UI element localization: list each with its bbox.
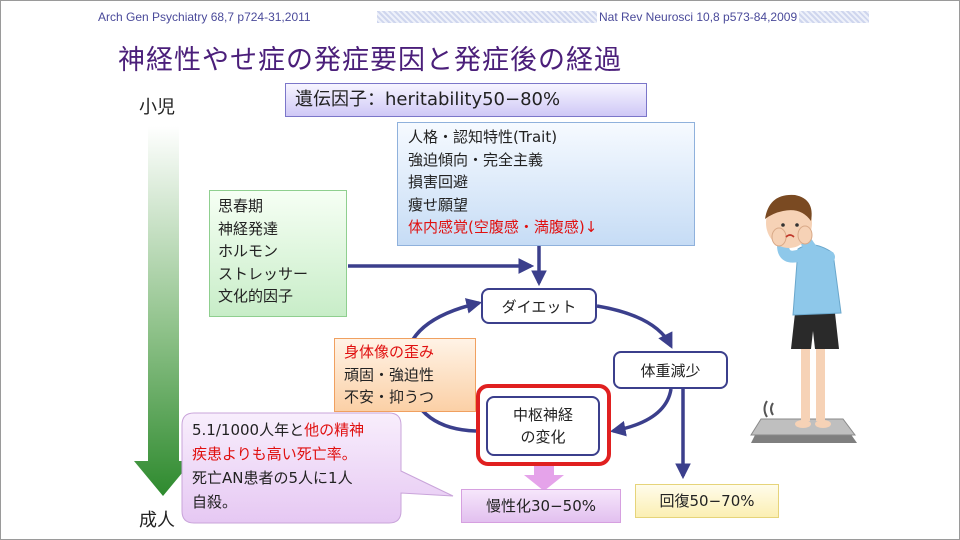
trait-line-3: 損害回避 [408, 173, 469, 191]
callout-text: 5.1/1000人年と他の精神 疾患よりも高い死亡率。 死亡AN患者の5人に1人… [192, 418, 402, 522]
diet-label: ダイエット [501, 297, 577, 316]
chronic-box: 慢性化30−50% [461, 489, 621, 523]
time-arrow [134, 126, 192, 496]
weight-loss-label: 体重減少 [640, 361, 701, 380]
genetic-factor-text: 遺伝因子：heritability50−80% [295, 89, 561, 110]
trait-line-1: 人格・認知特性(Trait) [408, 128, 558, 146]
trait-line-2: 強迫傾向・完全主義 [408, 150, 544, 169]
body-image-line-2: 不安・抑うつ [344, 388, 435, 406]
cns-node: 中枢神経 の変化 [486, 396, 600, 456]
citation-left: Arch Gen Psychiatry 68,7 p724-31,2011 [98, 10, 311, 24]
arrow-weight-to-cns [609, 388, 673, 437]
callout-line-3: 死亡AN患者の5人に1人 [192, 469, 353, 487]
genetic-factor-box: 遺伝因子：heritability50−80% [285, 83, 647, 117]
puberty-box: 思春期 神経発達 ホルモン ストレッサー 文化的因子 [209, 190, 347, 317]
trait-box: 人格・認知特性(Trait) 強迫傾向・完全主義 損害回避 痩せ願望 体内感覚(… [397, 122, 695, 246]
cns-line-2: の変化 [520, 428, 566, 446]
puberty-line-4: ストレッサー [218, 264, 309, 283]
callout-line-4: 自殺。 [192, 493, 238, 511]
trait-line-4: 痩せ願望 [408, 195, 469, 214]
chronic-label: 慢性化30−50% [486, 496, 596, 515]
diet-node: ダイエット [481, 288, 597, 324]
body-image-box: 身体像の歪み 頑固・強迫性 不安・抑うつ [334, 338, 476, 412]
arrow-cns-to-chronic [524, 466, 564, 491]
puberty-line-1: 思春期 [218, 197, 264, 215]
weight-loss-node: 体重減少 [613, 351, 728, 389]
side-label-adult: 成人 [139, 510, 175, 531]
recovery-box: 回復50−70% [635, 484, 779, 518]
recovery-label: 回復50−70% [659, 491, 755, 510]
puberty-line-3: ホルモン [218, 242, 279, 260]
body-image-line-1: 頑固・強迫性 [344, 365, 435, 384]
arrow-diet-to-weight [596, 304, 673, 349]
side-label-child: 小児 [139, 97, 175, 118]
callout-line-1b: 他の精神 [304, 421, 365, 439]
callout-line-2: 疾患よりも高い死亡率。 [192, 445, 357, 463]
body-image-highlight: 身体像の歪み [344, 343, 435, 361]
citation-right: Nat Rev Neurosci 10,8 p573-84,2009 [597, 10, 800, 24]
person-on-scale-illustration [750, 194, 857, 443]
callout-line-1a: 5.1/1000人年と [192, 421, 305, 439]
puberty-line-2: 神経発達 [218, 219, 279, 238]
trait-highlight: 体内感覚(空腹感・満腹感)↓ [408, 218, 598, 236]
puberty-line-5: 文化的因子 [218, 287, 294, 305]
cns-line-1: 中枢神経 [512, 406, 573, 424]
page-title: 神経性やせ症の発症要因と発症後の経過 [118, 45, 622, 76]
